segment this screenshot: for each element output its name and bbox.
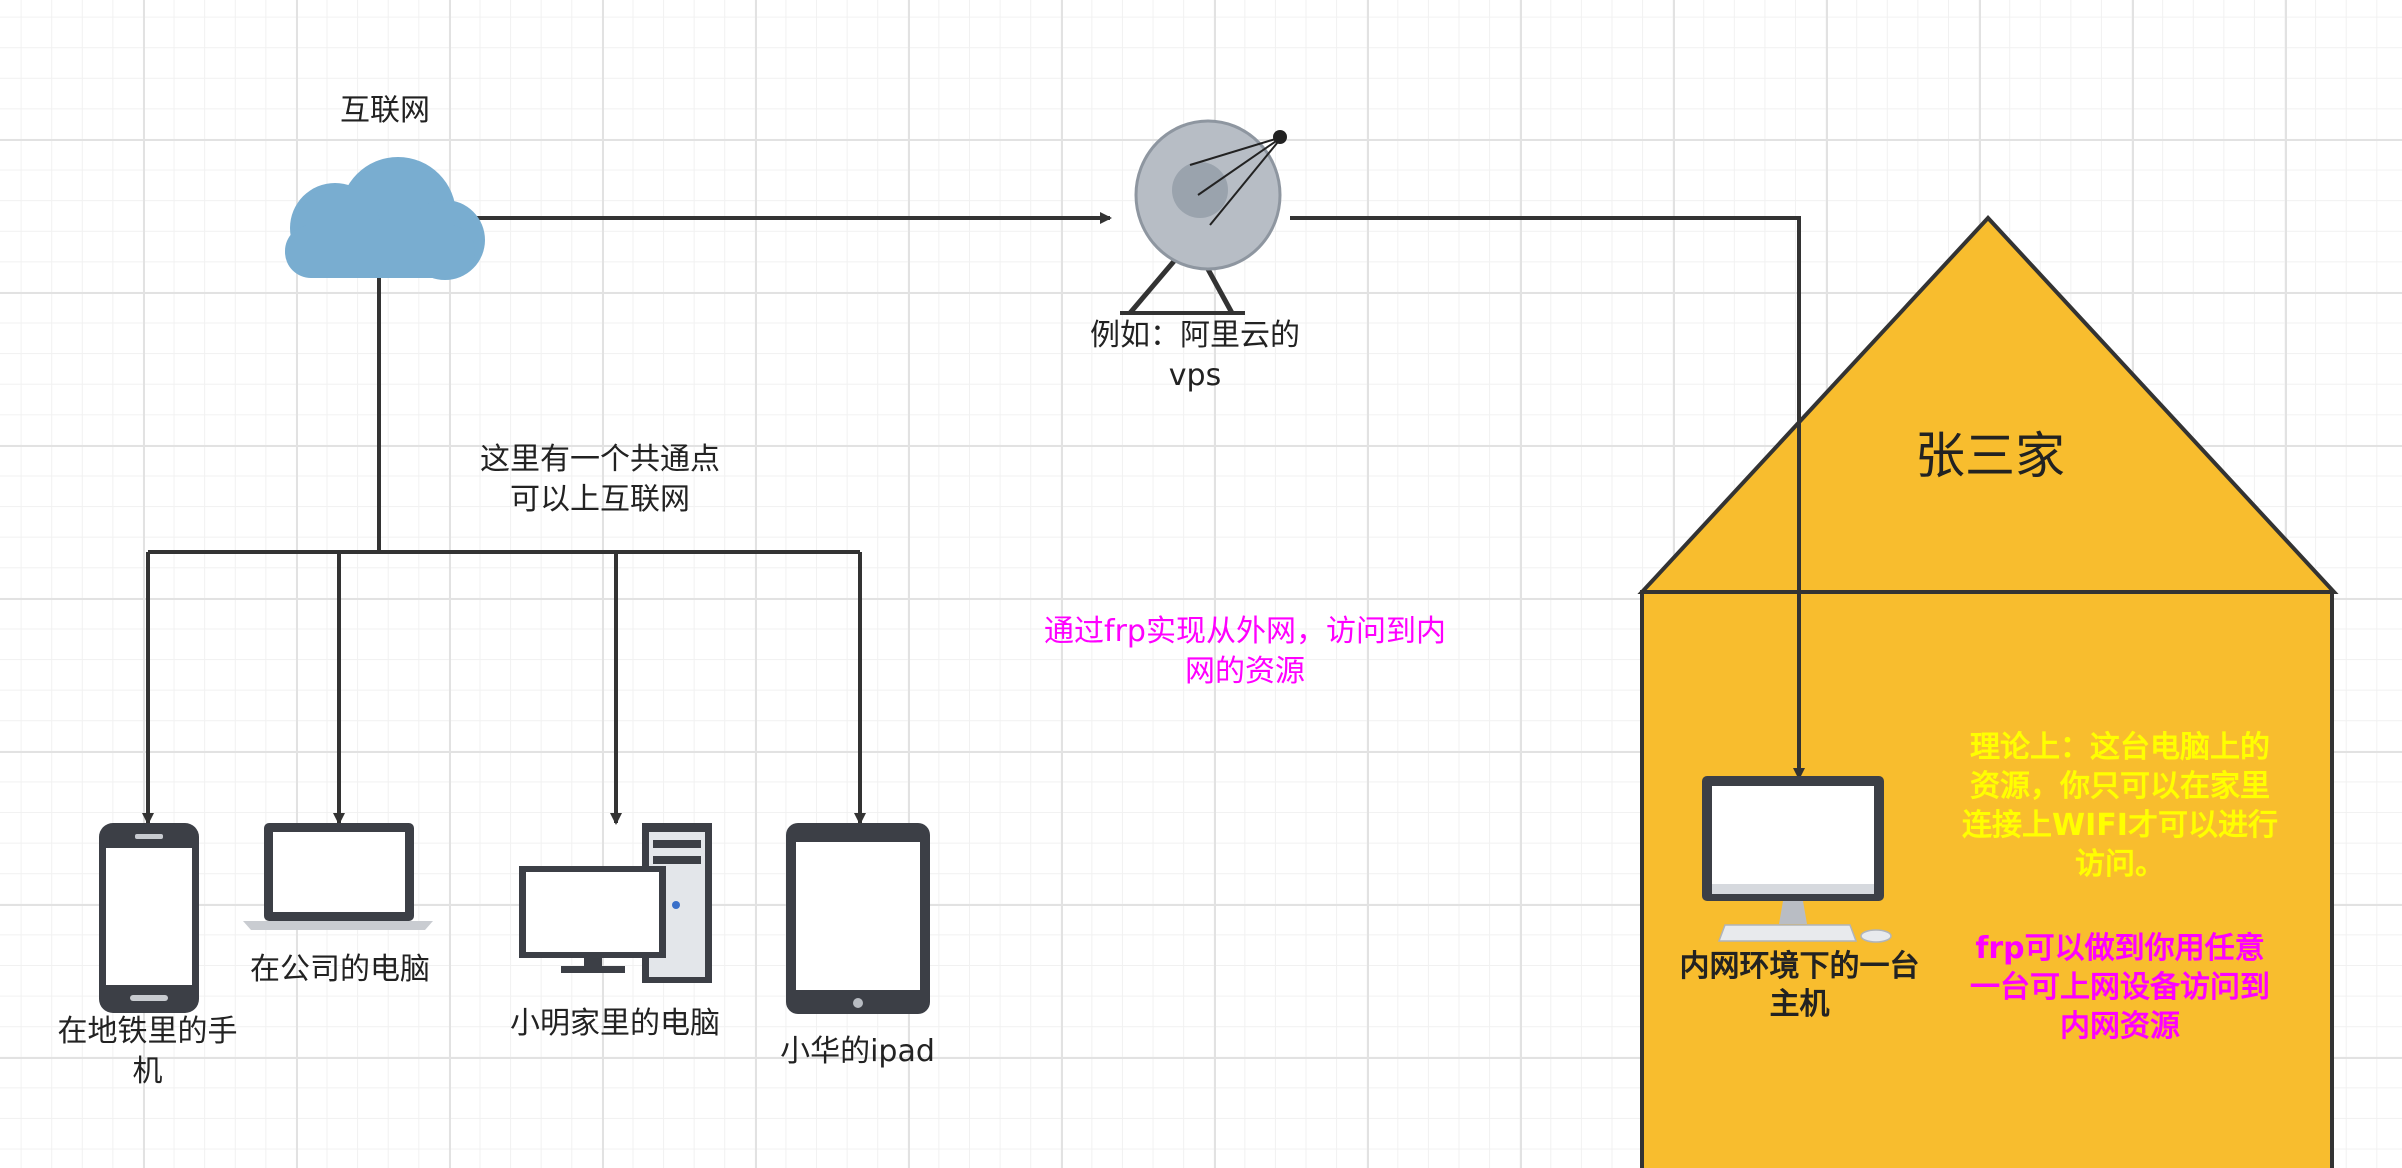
house-roof (1637, 215, 2339, 594)
frp-goal-note: frp可以做到你用任意 一台可上网设备访问到 内网资源 (1970, 931, 2270, 1044)
desktop-label: 小明家里的电脑 (510, 1006, 720, 1041)
ipad-label: 小华的ipad (780, 1034, 935, 1069)
laptop-label: 在公司的电脑 (250, 952, 430, 987)
internet-label: 互联网 (340, 93, 430, 128)
theory-note: 理论上：这台电脑上的 资源，你只可以在家里 连接上WIFI才可以进行 访问。 (1962, 730, 2278, 882)
satellite-dish-icon (1120, 119, 1287, 315)
cloud-icon (285, 157, 485, 280)
common-point-label: 这里有一个共通点 可以上互联网 (480, 442, 720, 517)
tablet-icon (786, 823, 930, 1014)
connectors (142, 212, 1805, 825)
vps-label: 例如：阿里云的 vps (1090, 318, 1300, 393)
frp-description-label: 通过frp实现从外网，访问到内 网的资源 (1044, 614, 1446, 689)
phone-icon (99, 823, 199, 1013)
host-label: 内网环境下的一台 主机 (1679, 949, 1920, 1022)
laptop-icon (243, 823, 433, 930)
phone-label: 在地铁里的手 机 (57, 1014, 238, 1089)
desktop-computer-icon (519, 823, 712, 983)
monitor-icon (1702, 776, 1892, 943)
vps-to-host-arrow (1290, 216, 1805, 780)
house-title: 张三家 (1915, 427, 2065, 485)
